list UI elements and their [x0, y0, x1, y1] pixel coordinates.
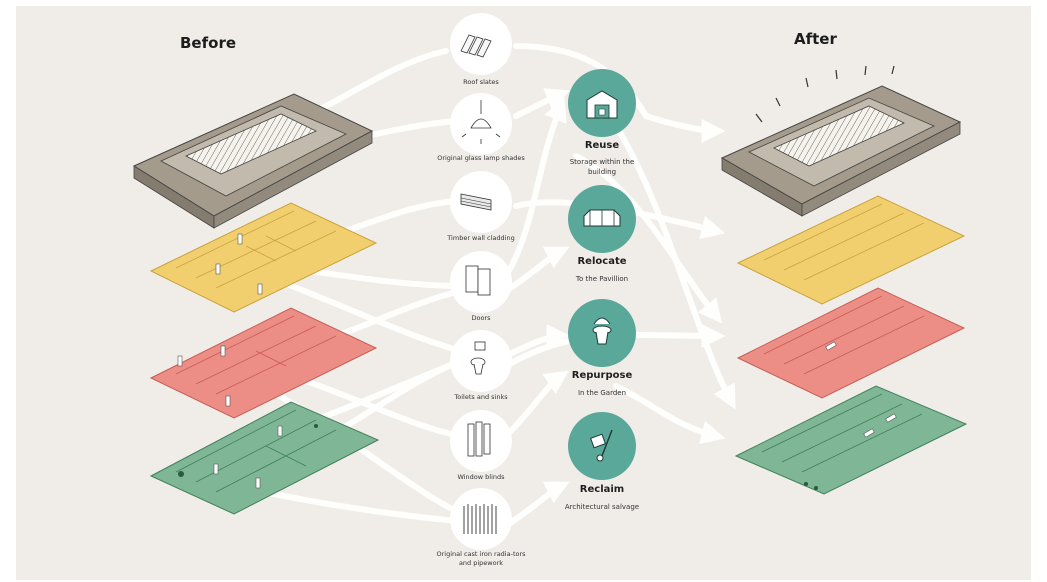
flow-path [503, 481, 570, 529]
doors-icon [450, 251, 512, 313]
flow-path [573, 153, 722, 324]
flow-path [613, 123, 736, 410]
action-circles [568, 69, 636, 480]
flow-path [513, 43, 726, 143]
action-subtitle-reclaim: Architectural salvage [564, 503, 640, 511]
item-label-timber-cladding: Timber wall cladding [447, 234, 515, 242]
toilet-sink-icon [450, 330, 512, 392]
toilet-planter-icon [568, 299, 636, 367]
after-floor-green [734, 385, 968, 495]
after-heading: After [794, 30, 837, 48]
before-building [132, 93, 380, 515]
radiator-icon [450, 488, 512, 550]
flow-path [513, 88, 570, 119]
item-label-radiators: Original cast iron radia-tors and pipewo… [436, 550, 526, 567]
flow-path [503, 97, 567, 279]
item-circles [450, 13, 512, 550]
action-subtitle-repurpose: In the Garden [577, 389, 627, 397]
hand-truck-icon [568, 412, 636, 480]
action-title-relocate: Relocate [577, 256, 627, 267]
action-title-reclaim: Reclaim [579, 484, 625, 495]
item-label-doors: Doors [471, 314, 491, 322]
after-floor-red [736, 287, 966, 399]
after-roof [720, 65, 962, 217]
before-floor-yellow [149, 202, 378, 313]
pavilion-icon [568, 185, 636, 253]
after-floor-yellow [736, 195, 966, 305]
before-heading: Before [180, 34, 237, 52]
action-subtitle-reuse: Storage within the building [569, 158, 635, 176]
flow-path [613, 383, 726, 445]
item-label-toilets-sinks: Toilets and sinks [454, 393, 508, 401]
before-roof [132, 93, 374, 229]
diagram-canvas [132, 13, 968, 550]
flow-path [503, 370, 569, 439]
flow-path [503, 324, 571, 359]
action-subtitle-relocate: To the Pavillion [575, 275, 629, 283]
action-title-reuse: Reuse [584, 140, 620, 151]
window-blinds-icon [450, 410, 512, 472]
warehouse-icon [568, 69, 636, 137]
flow-path [503, 246, 570, 294]
item-label-window-blinds: Window blinds [457, 473, 505, 481]
diagram-panel: Before After Roof slates Original glass … [16, 6, 1031, 580]
action-title-repurpose: Repurpose [571, 370, 633, 381]
item-label-roof-slates: Roof slates [463, 78, 499, 86]
before-floor-red [149, 307, 378, 419]
after-building [720, 65, 968, 495]
item-label-glass-lamp-shades: Original glass lamp shades [437, 154, 525, 162]
timber-cladding-icon [450, 171, 512, 233]
before-floor-green [149, 401, 380, 515]
lamp-shade-icon [450, 93, 512, 155]
roof-slates-icon [450, 13, 512, 75]
